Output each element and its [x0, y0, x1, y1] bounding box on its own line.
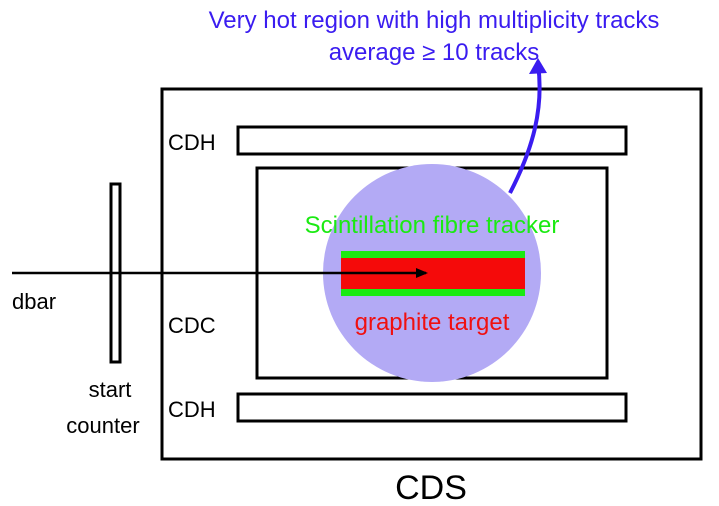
cdh-top-bar [236, 125, 628, 156]
annotation-line-2: average ≥ 10 tracks [329, 39, 540, 66]
start-counter-label-line-2: counter [66, 413, 139, 438]
graphite-target-label: graphite target [355, 309, 510, 336]
annotation-line-1: Very hot region with high multiplicity t… [209, 7, 660, 34]
cdh-top-label: CDH [168, 130, 216, 155]
cds-label: CDS [395, 469, 467, 506]
dbar-label: dbar [12, 289, 56, 314]
start-counter-label-line-1: start [89, 377, 132, 402]
annotation-arrowhead [529, 58, 547, 74]
scintillation-label: Scintillation fibre tracker [305, 212, 560, 239]
cdh-bottom-bar [236, 392, 628, 423]
annotation-arrow [508, 63, 542, 194]
cdc-label: CDC [168, 313, 216, 338]
cdh-bottom-label: CDH [168, 397, 216, 422]
